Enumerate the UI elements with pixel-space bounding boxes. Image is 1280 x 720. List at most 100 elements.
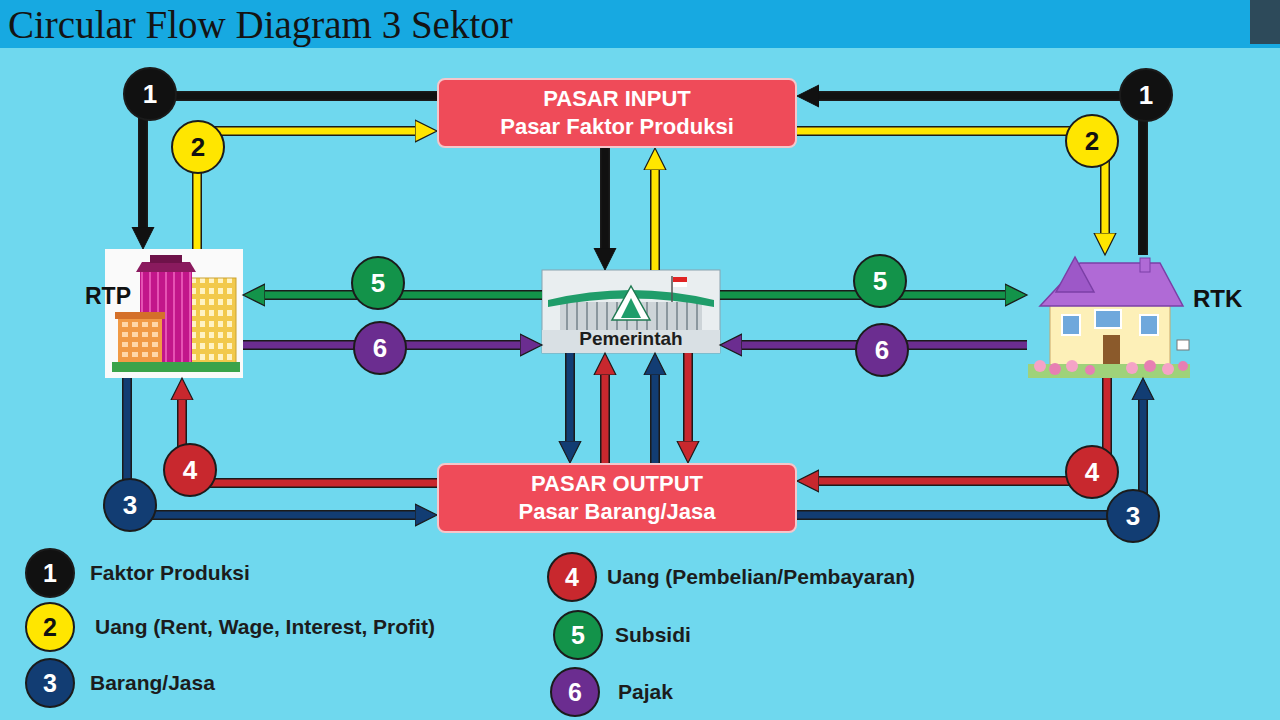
flow-arrow-outline <box>197 131 415 249</box>
callout-number: 4 <box>1065 445 1119 499</box>
title-text: Circular Flow Diagram 3 Sektor <box>8 2 513 48</box>
title-bar <box>0 0 1280 48</box>
flow-arrow <box>197 131 415 249</box>
flow-arrow-line <box>197 131 415 249</box>
flow-arrow <box>127 378 415 515</box>
flow-arrow <box>797 131 1105 233</box>
firm-building-illustration <box>105 249 243 378</box>
firm-building-illustration <box>150 255 182 263</box>
flow-arrow <box>688 353 689 441</box>
government-building-illustration <box>612 286 650 320</box>
sector-node: Pemerintah <box>542 270 720 353</box>
market-box: PASAR INPUTPasar Faktor Produksi <box>437 78 797 148</box>
flow-arrow <box>797 400 1143 515</box>
node-label: RTK <box>1193 285 1242 313</box>
household-house-illustration <box>1028 257 1190 378</box>
flow-arrow-line <box>685 353 692 441</box>
legend-text: Pajak <box>618 678 673 706</box>
flow-arrow <box>655 170 656 270</box>
flow-arrow <box>819 96 1143 255</box>
flow-arrow-line <box>819 378 1107 481</box>
flow-arrow <box>143 96 437 227</box>
government-building-illustration <box>621 298 641 318</box>
callout-number: 3 <box>25 658 75 708</box>
firm-building-illustration <box>112 362 240 372</box>
callout-number: 2 <box>171 120 225 174</box>
flow-arrow-line <box>602 375 609 463</box>
flow-arrow-outline <box>683 353 693 441</box>
flow-arrow <box>655 375 656 463</box>
government-building-illustration <box>673 282 687 287</box>
household-house-illustration <box>1144 360 1156 372</box>
callout-number: 6 <box>550 667 600 717</box>
flow-arrow-line <box>797 400 1143 515</box>
flow-arrow-line <box>602 148 609 248</box>
flow-arrow <box>570 353 571 441</box>
flow-arrow-outline <box>565 353 575 441</box>
market-box: PASAR OUTPUTPasar Barang/Jasa <box>437 463 797 533</box>
government-building-illustration <box>673 277 687 282</box>
legend-text: Uang (Rent, Wage, Interest, Profit) <box>95 613 435 641</box>
household-house-illustration <box>1178 361 1188 371</box>
node-label: PASAR OUTPUT <box>531 470 703 498</box>
household-house-illustration <box>1028 364 1190 378</box>
callout-number: 5 <box>553 610 603 660</box>
flow-arrow <box>605 148 606 248</box>
legend-text: Uang (Pembelian/Pembayaran) <box>607 563 915 591</box>
flow-arrow <box>182 400 437 483</box>
callout-number: 1 <box>1119 68 1173 122</box>
legend-text: Subsidi <box>615 621 691 649</box>
callout-number: 2 <box>25 602 75 652</box>
flow-arrow-outline <box>819 96 1143 255</box>
callout-number: 3 <box>1106 489 1160 543</box>
household-house-illustration <box>1066 360 1078 372</box>
flow-arrow-line <box>143 96 437 227</box>
firm-building-illustration <box>115 312 165 319</box>
legend-text: Barang/Jasa <box>90 669 215 697</box>
callout-number: 4 <box>547 552 597 602</box>
flow-arrow <box>819 378 1107 481</box>
callout-number: 4 <box>163 443 217 497</box>
flow-arrow-outline <box>819 378 1107 481</box>
title-bar <box>0 0 1280 48</box>
flow-arrow-outline <box>650 375 660 463</box>
flow-arrow-outline <box>143 96 437 227</box>
household-house-illustration <box>1126 362 1138 374</box>
flow-arrow-outline <box>600 375 610 463</box>
flow-arrow-line <box>819 96 1143 255</box>
household-house-illustration <box>1177 340 1189 350</box>
node-label: PASAR INPUT <box>543 85 691 113</box>
node-label: Pasar Barang/Jasa <box>519 498 716 526</box>
legend-text: Faktor Produksi <box>90 559 250 587</box>
flow-arrow-line <box>652 170 659 270</box>
flow-arrow-outline <box>797 131 1105 233</box>
callout-number: 3 <box>103 478 157 532</box>
flow-arrow-outline <box>650 170 660 270</box>
firm-building-illustration <box>136 262 196 272</box>
household-house-illustration <box>1034 360 1046 372</box>
flow-arrow-line <box>797 131 1105 233</box>
callout-number: 2 <box>1065 114 1119 168</box>
title-bar <box>1250 0 1280 44</box>
sector-node: RTP <box>105 249 243 378</box>
household-house-illustration <box>1162 363 1174 375</box>
household-house-illustration <box>1056 257 1094 292</box>
flow-arrow <box>605 375 606 463</box>
callout-number: 6 <box>855 323 909 377</box>
flow-arrow-line <box>127 378 415 515</box>
government-building-illustration <box>542 270 720 353</box>
household-house-illustration <box>1140 258 1150 272</box>
node-label: Pemerintah <box>542 328 720 350</box>
firm-building-illustration <box>105 249 243 378</box>
firm-building-illustration <box>190 278 236 364</box>
government-building-illustration <box>671 276 673 302</box>
flow-arrow-outline <box>797 400 1143 515</box>
flow-arrow-outline <box>600 148 610 248</box>
callout-number: 1 <box>25 548 75 598</box>
government-building-illustration <box>542 270 720 353</box>
flow-arrow-line <box>567 353 574 441</box>
sector-node: RTK <box>1027 255 1190 378</box>
household-house-illustration <box>1095 310 1121 328</box>
